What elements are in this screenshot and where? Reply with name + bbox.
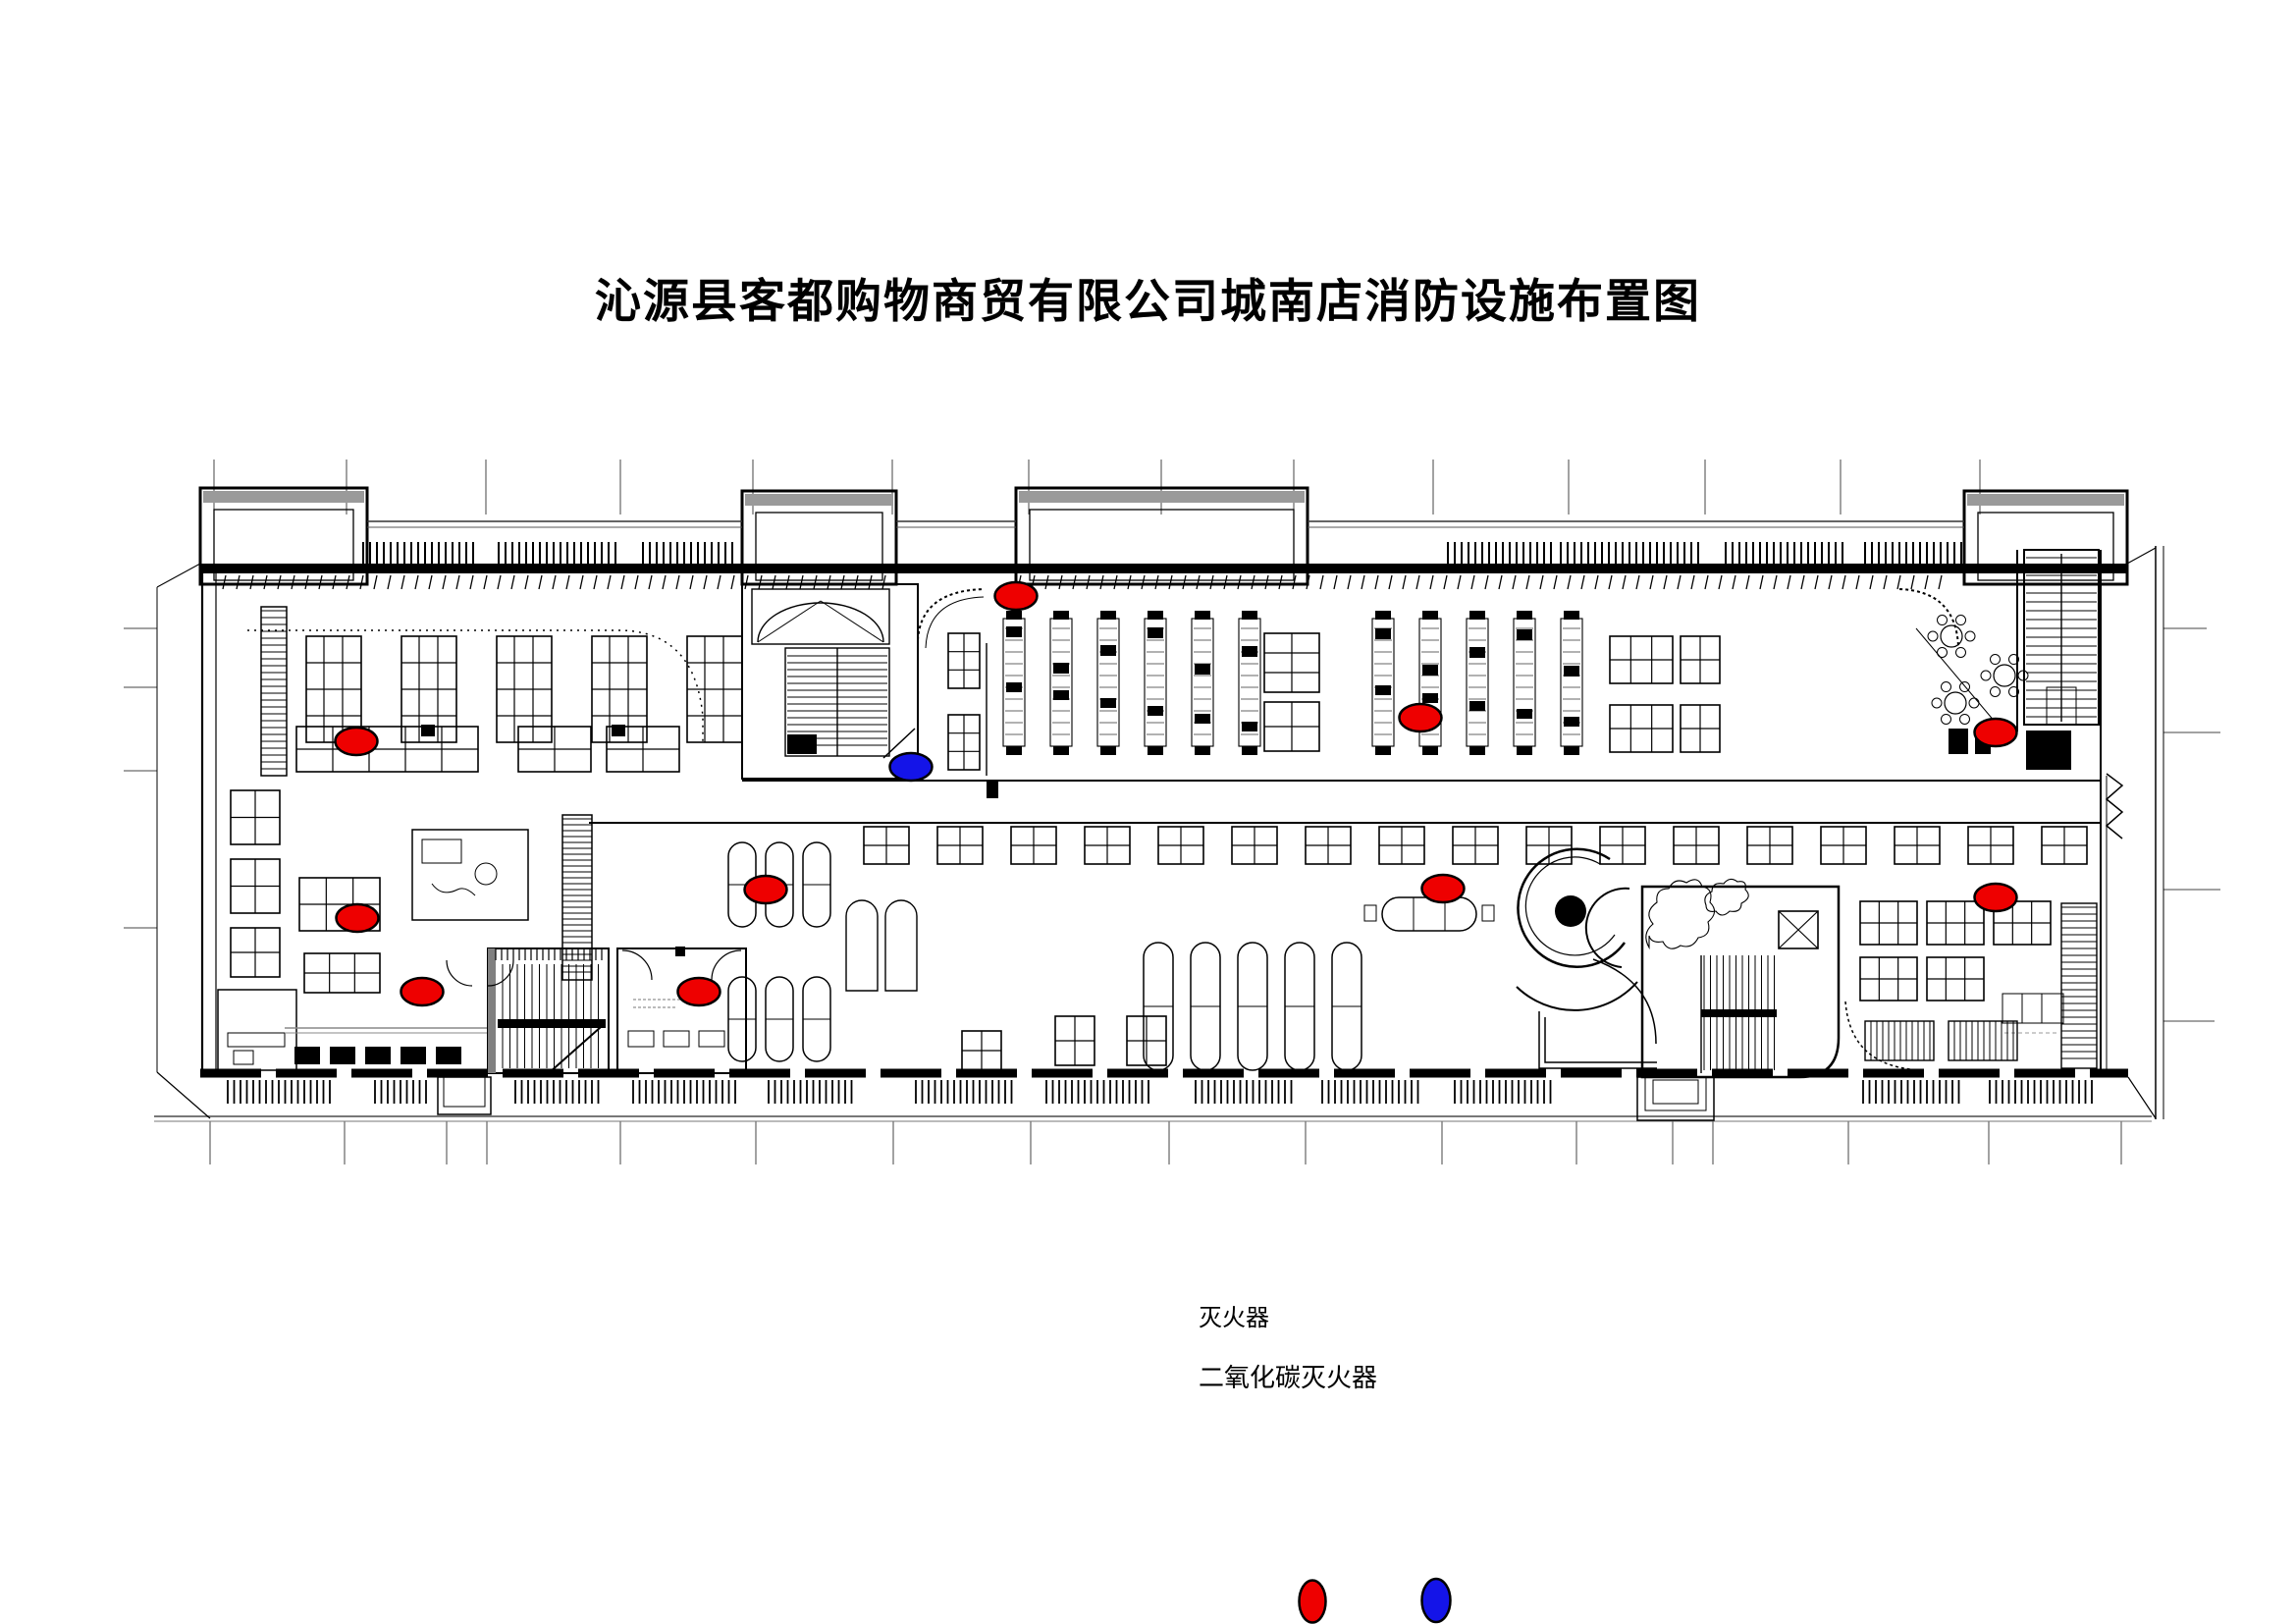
- extinguisher-marker: [1420, 873, 1466, 904]
- interior-layout: [217, 549, 2101, 1079]
- legend-swatch-co2-icon: [1420, 1577, 1452, 1624]
- grid-lines: [124, 460, 2220, 1164]
- legend-label-extinguisher: 灭火器: [1199, 1306, 1269, 1331]
- extinguisher-marker: [676, 976, 721, 1007]
- page-title: 沁源县客都购物商贸有限公司城南店消防设施布置图: [595, 275, 1701, 327]
- legend-swatch-extinguisher-icon: [1298, 1579, 1327, 1624]
- building-shell: [154, 486, 2164, 1122]
- markers-layer: [334, 580, 2018, 1624]
- extinguisher-marker: [334, 726, 379, 757]
- extinguisher-marker: [400, 976, 445, 1007]
- legend-label-co2-extinguisher: 二氧化碳灭火器: [1199, 1364, 1378, 1392]
- extinguisher-marker: [743, 874, 788, 905]
- extinguisher-marker: [335, 902, 380, 934]
- extinguisher-marker: [993, 580, 1039, 612]
- extinguisher-marker: [1973, 717, 2018, 748]
- extinguisher-marker: [1398, 702, 1443, 733]
- extinguisher-marker: [1973, 882, 2018, 913]
- co2-extinguisher-marker: [888, 751, 934, 783]
